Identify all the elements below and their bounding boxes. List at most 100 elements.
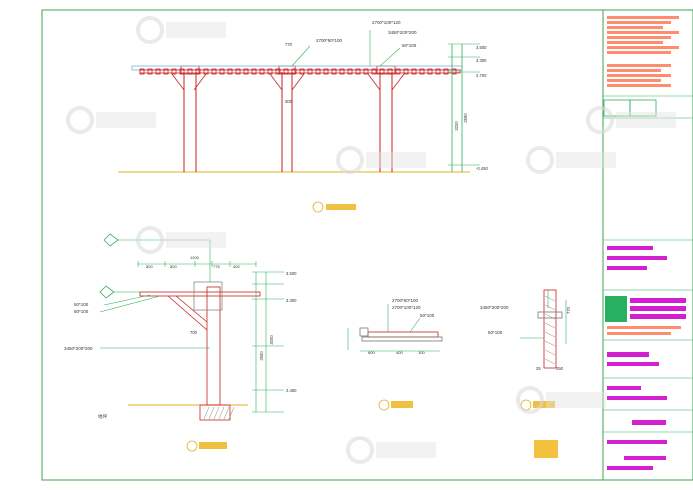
level-label: 3.300 <box>476 58 487 63</box>
stamp <box>534 440 558 458</box>
note-bar <box>607 69 661 72</box>
section-marker <box>99 285 115 299</box>
tb-cell <box>629 99 657 117</box>
purlin <box>371 68 377 75</box>
purlin <box>251 68 257 75</box>
dim-label: 800 <box>146 264 153 269</box>
company-name-bar <box>630 306 686 311</box>
purlin <box>363 68 369 75</box>
callout: 2700*100*120 <box>372 20 401 25</box>
purlin <box>403 68 409 75</box>
leader <box>99 295 161 313</box>
watermark-text-block <box>556 152 616 168</box>
title-block-border <box>602 9 693 481</box>
level-label: 2.700 <box>476 73 487 78</box>
column <box>206 286 221 406</box>
watermark-logo <box>336 146 364 174</box>
dim-label: 700 <box>190 330 198 335</box>
dim-label: 770 <box>285 42 293 47</box>
beam-detail-lower <box>361 336 443 342</box>
watermark-text-block <box>376 442 436 458</box>
tb-bar <box>607 466 653 470</box>
watermark-logo <box>66 106 94 134</box>
hatch <box>228 406 235 420</box>
purlin <box>283 68 289 75</box>
dim-label: 800 <box>170 264 177 269</box>
bracket-brace <box>269 73 283 91</box>
callout: 2700*100*120 <box>392 305 421 310</box>
dim-label: 100 <box>418 350 425 355</box>
view-title-bar <box>326 204 356 210</box>
dim-label: 770 <box>566 306 571 314</box>
bracket-brace <box>193 73 207 91</box>
company-name-bar <box>630 298 686 303</box>
beam-joint <box>193 281 223 311</box>
hatch <box>218 406 225 420</box>
purlin <box>219 68 225 75</box>
note-bar <box>607 36 671 39</box>
hatch <box>544 304 556 311</box>
dim-label: 25 <box>536 366 541 371</box>
watermark-text-block <box>366 152 426 168</box>
pergola-front-elevation: 3.5003.3002.700-0.450320025907703002700*… <box>118 20 489 213</box>
hatch <box>203 406 210 420</box>
joint-plate <box>359 327 369 337</box>
purlin <box>211 68 217 75</box>
purlin <box>163 68 169 75</box>
purlin <box>411 68 417 75</box>
company-logo <box>605 296 627 322</box>
purlin <box>443 68 449 75</box>
note-bar <box>607 84 671 87</box>
dim-label: 2590 <box>463 113 468 123</box>
purlin <box>171 68 177 75</box>
purlin <box>139 68 145 75</box>
note-bar <box>607 64 671 67</box>
tb-bar <box>607 256 667 260</box>
callout: 50*100 <box>420 313 435 318</box>
brace <box>175 295 208 323</box>
callout: 2700*50*100 <box>392 298 419 303</box>
watermark-logo <box>586 106 614 134</box>
main-beam <box>131 65 463 71</box>
callout: 3450*200*200 <box>388 30 417 35</box>
company-name-bar <box>630 314 686 319</box>
dim-label: 400 <box>233 264 240 269</box>
purlin <box>355 68 361 75</box>
view-marker <box>378 399 390 411</box>
watermark-text-block <box>546 392 606 408</box>
watermark-text-block <box>166 22 226 38</box>
drawing-frame <box>41 9 693 481</box>
watermark-text-block <box>96 112 156 128</box>
bracket-brace <box>367 73 381 91</box>
purlin <box>235 68 241 75</box>
section-marker <box>103 233 119 247</box>
callout: 50*100 <box>488 330 503 335</box>
purlin <box>243 68 249 75</box>
purlin <box>323 68 329 75</box>
note-bar <box>607 74 671 77</box>
note-bar <box>607 31 679 34</box>
note-bar <box>607 326 681 329</box>
purlin <box>347 68 353 75</box>
purlin <box>315 68 321 75</box>
leader <box>291 45 311 67</box>
purlin <box>291 68 297 75</box>
hatch <box>544 322 556 329</box>
brace <box>167 295 208 331</box>
view-marker <box>186 440 198 452</box>
hatch <box>213 406 220 420</box>
purlin <box>155 68 161 75</box>
note-bar <box>607 46 679 49</box>
callout: 50*100 <box>74 302 89 307</box>
callout: 50*100 <box>402 43 417 48</box>
view-title-bar <box>533 401 555 408</box>
watermark-layer <box>66 16 676 464</box>
dim-label: 1200 <box>190 255 200 260</box>
level-label: 3.500 <box>476 45 487 50</box>
leader <box>103 294 151 306</box>
note-bar <box>607 41 663 44</box>
watermark-text-block <box>166 232 226 248</box>
purlin <box>179 68 185 75</box>
